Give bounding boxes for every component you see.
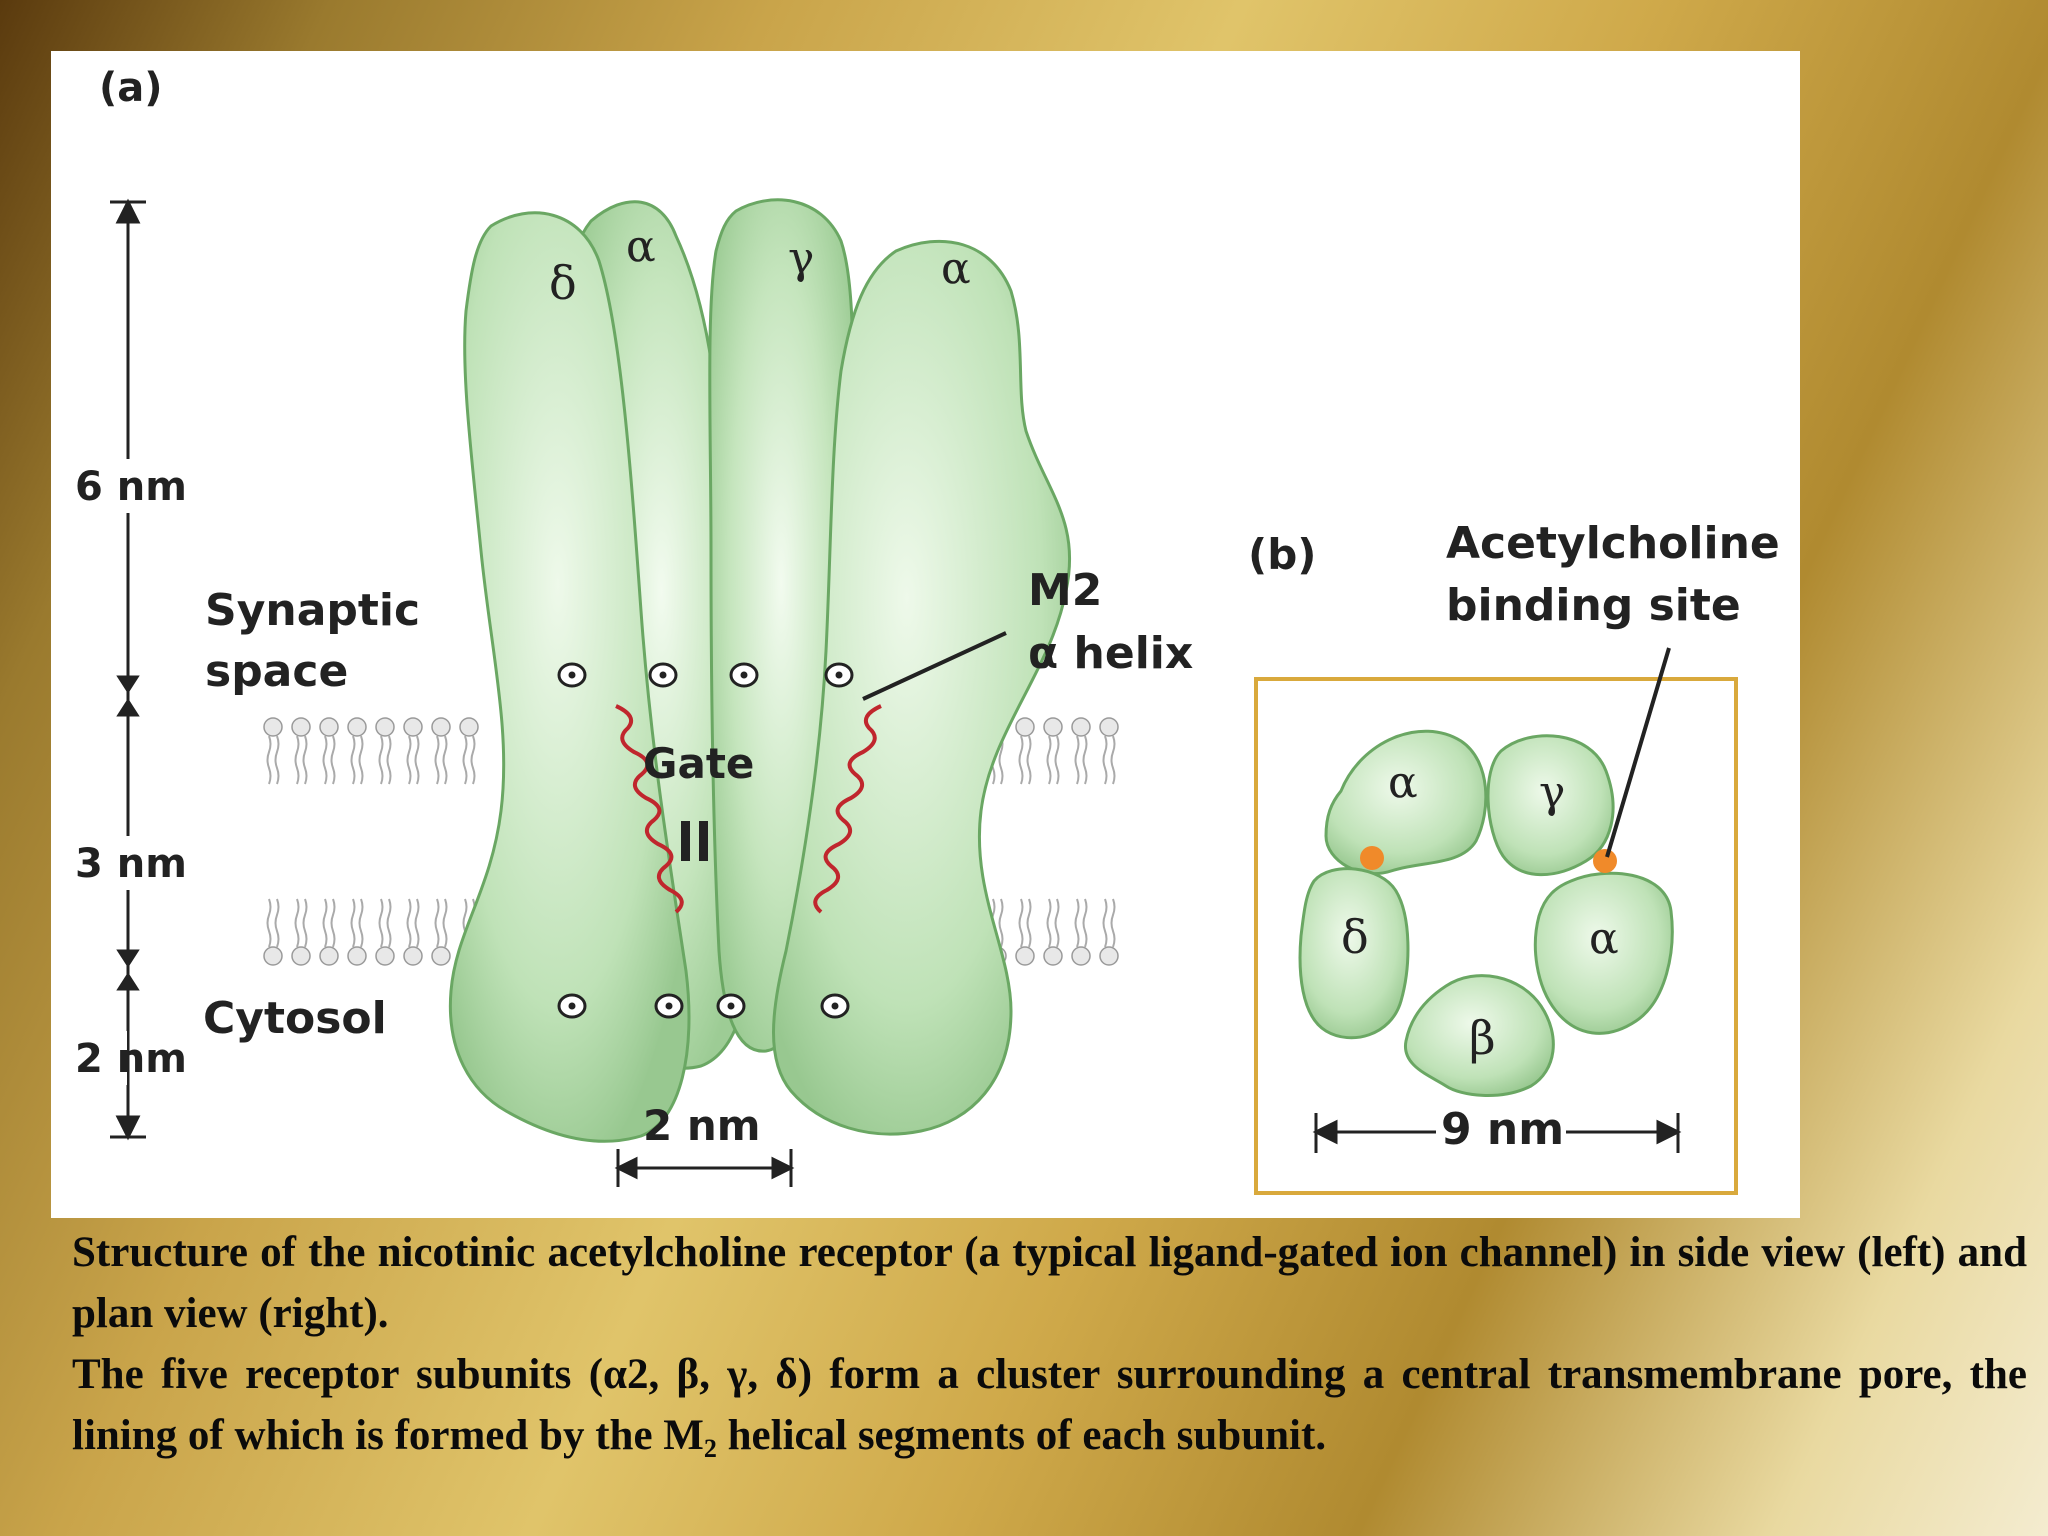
plan-subunit-delta — [1298, 867, 1410, 1040]
binding-site-label-line2: binding site — [1446, 580, 1741, 631]
subunit-label-gamma: γ — [788, 233, 814, 284]
synaptic-space-label-line2: space — [205, 646, 348, 697]
dimension-6nm: 6 nm — [75, 464, 187, 510]
plan-subunit-alpha-top — [1324, 729, 1488, 876]
subunit-alpha-front — [772, 239, 1072, 1136]
receptor-side-view — [448, 198, 1072, 1143]
m2-pointer-line — [862, 631, 1007, 701]
plan-label-alpha-top: α — [1388, 757, 1418, 808]
receptor-diagram: (a) 6 nm 3 nm 2 nm Synaptic space Cytoso… — [71, 65, 1780, 1195]
caption-paragraph-1: Structure of the nicotinic acetylcholine… — [72, 1229, 2027, 1337]
plan-subunit-beta — [1404, 974, 1555, 1097]
caption-p2-text: The five receptor subunits (α2, β, γ, δ)… — [72, 1351, 2027, 1459]
caption-p2-tail: helical segments of each subunit. — [716, 1412, 1327, 1459]
plan-label-alpha-right: α — [1589, 913, 1619, 964]
plan-width-arrow — [1312, 1113, 1682, 1153]
plan-label-beta: β — [1469, 1011, 1496, 1065]
dimension-3nm: 3 nm — [75, 841, 187, 887]
m2-label-line2: α helix — [1028, 628, 1193, 679]
m2-label-line1: M2 — [1028, 565, 1102, 616]
plan-subunit-gamma — [1486, 734, 1615, 877]
subunit-label-alpha-front: α — [941, 243, 971, 294]
receptor-plan-view — [1298, 729, 1674, 1097]
gate-label: Gate — [643, 739, 754, 788]
caption-paragraph-2: The five receptor subunits (α2, β, γ, δ)… — [72, 1344, 2027, 1466]
lipid-bilayer-left — [263, 717, 479, 966]
plan-width-label: 9 nm — [1441, 1104, 1564, 1155]
m2-helices — [615, 704, 882, 914]
dimension-2nm: 2 nm — [75, 1036, 187, 1082]
pore-width-arrow — [614, 1149, 795, 1187]
panel-a-label: (a) — [99, 65, 163, 111]
subunit-label-delta: δ — [549, 256, 577, 310]
plan-subunit-alpha-right — [1533, 871, 1674, 1035]
subunit-label-alpha-back: α — [626, 221, 656, 272]
plan-label-delta: δ — [1341, 910, 1369, 964]
binding-site-pointer — [1605, 647, 1671, 858]
cytosol-label: Cytosol — [203, 993, 387, 1044]
plan-label-gamma: γ — [1539, 767, 1565, 818]
caption-p2-subscript: 2 — [703, 1434, 717, 1463]
synaptic-space-label-line1: Synaptic — [205, 585, 420, 636]
binding-site-label-line1: Acetylcholine — [1446, 518, 1780, 569]
dimension-scale — [110, 198, 146, 1141]
gate-bars — [681, 821, 708, 861]
panel-b-label: (b) — [1248, 530, 1316, 579]
binding-sites — [1360, 846, 1617, 873]
figure-panel: (a) 6 nm 3 nm 2 nm Synaptic space Cytoso… — [51, 51, 1800, 1218]
figure-caption: Structure of the nicotinic acetylcholine… — [72, 1222, 2027, 1466]
pore-width-label: 2 nm — [643, 1101, 761, 1150]
